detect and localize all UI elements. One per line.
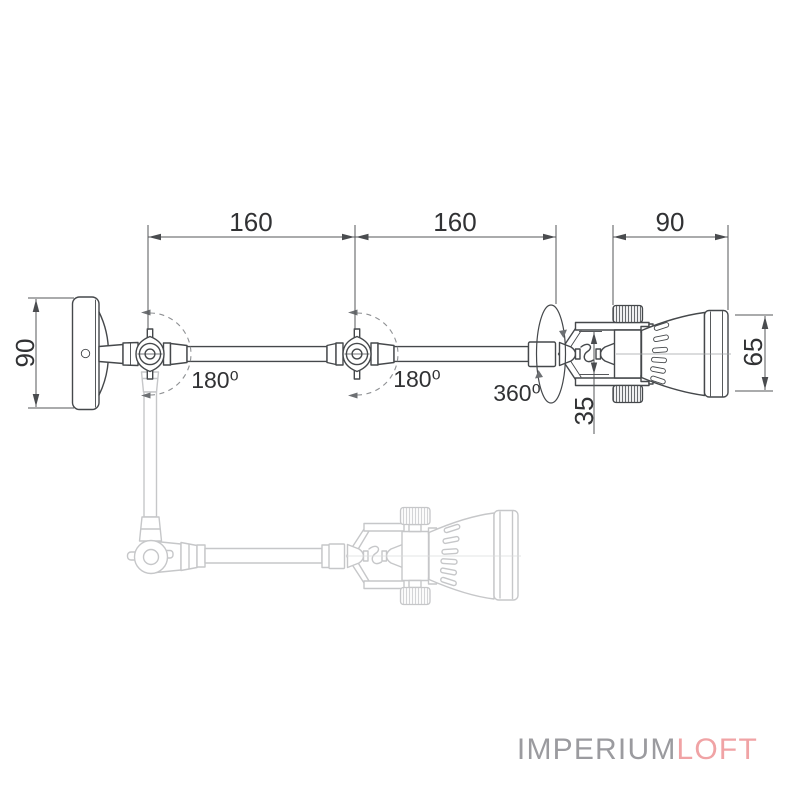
brand-logo: IMPERIUMLOFT (517, 735, 758, 765)
swivel-cone-left (558, 341, 577, 367)
dimension-label-swivel-offset: 35 (569, 397, 599, 426)
ghost-lamp-head (328, 506, 521, 606)
ghost-thumbscrew-bottom (399, 586, 431, 606)
arm-joint-2 (342, 328, 372, 380)
dimension-label-arm2: 160 (433, 207, 476, 237)
thumbscrew-bottom (612, 384, 644, 404)
dimension-label-head-diameter: 65 (738, 338, 768, 367)
swivel-wire (580, 343, 595, 363)
rotation-label-joint2: 180⁰ (393, 366, 441, 392)
brand-logo-imperium: IMPERIUM (516, 733, 677, 766)
dimension-lines (28, 225, 773, 434)
ghost-elbow-joint (126, 539, 182, 575)
ghost-horizontal-arm (180, 541, 331, 572)
dimension-label-head-length: 90 (656, 207, 685, 237)
mount-hole (80, 348, 91, 359)
ghost-thumbscrew-top (399, 506, 431, 526)
rotation-label-swivel: 360⁰ (493, 380, 541, 406)
ghost-vent-slits (439, 523, 461, 587)
ghost-lower-arm (138, 371, 163, 542)
lamp-head (527, 304, 731, 404)
dimension-label-backplate-height: 90 (10, 339, 40, 368)
brand-logo-loft: LOFT (676, 733, 758, 766)
dimension-label-arm1: 160 (229, 207, 272, 237)
arm-joint-1 (135, 328, 165, 380)
rotation-label-joint1: 180⁰ (191, 367, 239, 393)
vent-slits (650, 322, 670, 385)
thumbscrew-top (612, 304, 644, 324)
rotation-ellipse-swivel (535, 304, 567, 404)
